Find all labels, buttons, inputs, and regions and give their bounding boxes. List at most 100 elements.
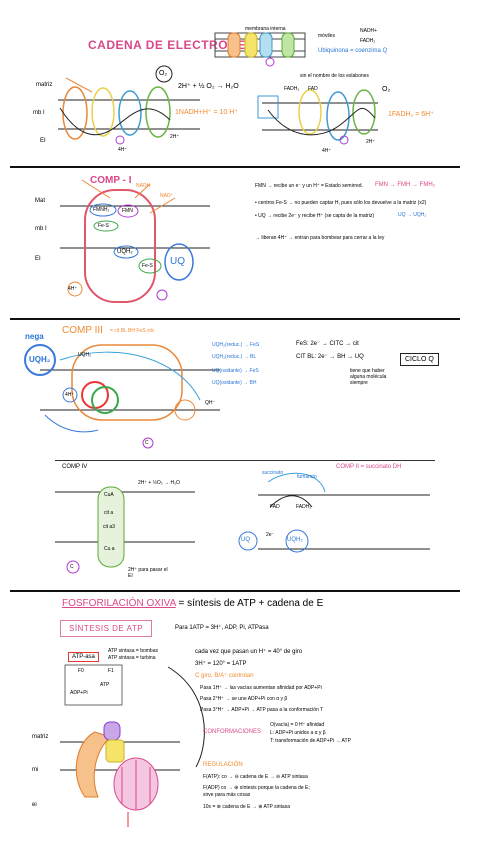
label-fes-2: Fe-S <box>142 263 153 269</box>
label-fad: FAD <box>308 86 318 92</box>
rotation-note: cada vez que pasan un H⁺ = 40° de giro <box>195 649 303 655</box>
label-c-iv: C <box>70 564 74 570</box>
label-fes: Fe-S <box>98 223 109 229</box>
bullet-1: Pasa 1H⁺ → las vacías aumentan afinidad … <box>200 685 322 691</box>
separator-4 <box>10 590 460 592</box>
left-list-1: UQH₂(reduc.) → FeS <box>212 342 260 348</box>
label-matriz: matriz <box>36 82 53 88</box>
label-uq: UQ <box>170 256 185 267</box>
fes-row: FeS: 2e⁻ → CITC → cit <box>296 341 359 347</box>
water-reaction: 2H⁺ + ½ O₂ → H₂O <box>178 83 239 90</box>
label-fo: F0 <box>78 668 84 674</box>
oxphos-title: FOSFORILACIÓN OXIVA = síntesis de ATP + … <box>62 598 323 609</box>
bullet-3: Pasa 3°H⁺ → ADP+Pi → ATP pasa a la confo… <box>200 707 324 713</box>
left-list-2: UQH₂(reduc.) → BL <box>212 354 257 360</box>
legend-ubiquinone: Ubiquinona = coenzima Q <box>318 48 388 54</box>
label-ei-v: ei <box>32 802 37 808</box>
left-list-3: UQ(oxidante) → FeS <box>212 368 259 374</box>
label-uqh-ii: UQH₂ <box>287 537 303 543</box>
atp-requirement: Para 1ATP = 3H⁺, ADP, Pi, ATPasa <box>175 625 269 631</box>
complex-i-diagram <box>60 179 210 303</box>
iv-pump: 2H⁺ para pasar el EI <box>128 567 168 579</box>
label-4h: 4H⁺ <box>68 286 78 292</box>
separator-1 <box>10 166 460 168</box>
note-siempre: tiene que haber alguna molécula siempre <box>350 368 387 386</box>
label-uqh2-big: UQH₂ <box>29 355 51 364</box>
note-2: • centros Fe-S → no pueden captar H, pue… <box>255 200 427 206</box>
label-mbi: mb I <box>33 110 45 116</box>
atp-synthase-diagram <box>60 664 205 827</box>
label-4h-iii: 4H⁺ <box>65 392 75 398</box>
fmn-chain: FMN → FMH → FMH₂ <box>375 182 435 188</box>
note-1: FMN → recibe un e⁻ y un H⁺ = Estado semi… <box>255 183 363 189</box>
label-ei: EI <box>40 138 46 144</box>
label-o2-left: O₂ <box>159 70 168 77</box>
iv-reaction: 2H⁺ + ½O₂ → H₂O <box>138 480 180 486</box>
label-matriz-v: matriz <box>32 734 49 740</box>
conformations-label: CONFORMACIONES <box>203 729 262 735</box>
complex-i-title: COMP - I <box>90 175 132 186</box>
atpasa-label: ATP-asa <box>68 652 99 662</box>
separator-2 <box>10 318 460 320</box>
conformation-o: O(vacía) = 0 H⁺ afinidad <box>270 722 325 728</box>
label-uqh2-small: UQH₂ <box>78 352 92 358</box>
label-fadh-ii: FADH₂ <box>296 504 312 510</box>
chain-diagram-right <box>257 89 378 145</box>
note-3: • UQ → recibe 2e⁻ y recibe H⁺ (se capta … <box>255 213 375 219</box>
oxphos-title-rest: = síntesis de ATP + cadena de E <box>178 598 324 609</box>
regulation-1: F(ATP): co → ⊖ cadena de E → ⊖ ATP sinta… <box>203 774 308 780</box>
legend-membrane <box>214 32 306 67</box>
label-f1: F1 <box>108 668 114 674</box>
label-4h-right: 4H⁺ <box>322 148 332 154</box>
label-nadh: NADH <box>136 183 151 189</box>
label-4h-left: 4H⁺ <box>118 147 128 153</box>
conformation-t: T: transformación de ADP+Pi → ATP <box>270 738 351 744</box>
legend-nadh: NADH+ <box>360 28 378 34</box>
oxphos-title-main: FOSFORILACIÓN OXIVA <box>62 598 176 609</box>
label-c-iii: C <box>145 440 149 446</box>
section-complex-i: COMP - I NADH NAD⁺ FMNH₂ FMN Fe-S UQH₂ U… <box>0 168 483 318</box>
fadh-summary: 1FADH₂ = 6H⁺ <box>388 111 434 118</box>
label-fad-ii: FAD <box>270 504 280 510</box>
label-uqh2: UQH₂ <box>117 249 133 255</box>
conformation-l: L: ADP+Pi unidos a α y β <box>270 730 326 736</box>
section-electron-chain: CADENA DE ELECTRONES membrana interna mó… <box>0 0 483 165</box>
regulation-label: REGULACIÓN <box>203 762 243 768</box>
label-fadh2: FADH₂ <box>284 86 300 92</box>
complex-ii-title: COMP II = succinato DH <box>336 464 402 470</box>
label-nad: NAD⁺ <box>160 193 174 199</box>
label-fmnh: FMNH₂ <box>93 207 110 213</box>
control-note: C giro, B/A⁺ controlan <box>195 673 254 679</box>
label-2h-right: 2H⁺ <box>366 139 376 145</box>
section-oxidative-phosphorylation: FOSFORILACIÓN OXIVA = síntesis de ATP + … <box>0 592 483 848</box>
legend-mobile-label: móviles <box>318 33 335 39</box>
label-uq-ii: UQ <box>241 537 250 543</box>
label-o2-right: O₂ <box>382 86 391 93</box>
label-atp: ATP <box>100 682 110 688</box>
nadh-summary: 1NADH+H⁺ = 10 H⁺ <box>175 109 239 116</box>
chain-diagram-left <box>58 65 200 145</box>
complex-iii-diagram <box>24 344 220 449</box>
legend-fadh: FADH₂ <box>360 38 376 44</box>
complex-iv-title: COMP IV <box>62 464 88 470</box>
label-qh: QH⁻ <box>205 400 216 406</box>
complex-iii-title: COMP III <box>62 325 103 336</box>
label-succinato: succinato <box>262 470 284 476</box>
label-cua: CuA <box>104 492 114 498</box>
label-cita3: cit a3 <box>103 524 115 530</box>
left-list-4: UQ(oxidante) → BH <box>212 380 257 386</box>
regulation-bottom: 10x = ⊕ cadena de E → ⊕ ATP sintasa <box>203 804 290 810</box>
atp-line-1: ATP sintasa = bombas <box>108 648 158 654</box>
legend-membrane-label: membrana interna <box>245 26 286 32</box>
separator-3 <box>55 460 435 461</box>
note-4: → liberan 4H⁺ → entran para bombear para… <box>255 235 385 241</box>
label-2e: 2e⁻ <box>266 532 275 538</box>
label-fmn: FMN <box>122 208 133 214</box>
atp-synthesis-box: SÍNTESIS DE ATP <box>60 620 153 637</box>
regulation-2: F(ADP) co → ⊕ síntesis porque la cadena … <box>203 785 310 791</box>
label-adp: ADP+Pi <box>70 690 88 696</box>
label-fumarato: fumarato <box>297 474 317 480</box>
complex-iv-ii-diagram <box>55 472 430 574</box>
label-mat: Mat <box>35 198 46 204</box>
atp-line-2: ATP sintasa = turbina <box>108 655 156 661</box>
